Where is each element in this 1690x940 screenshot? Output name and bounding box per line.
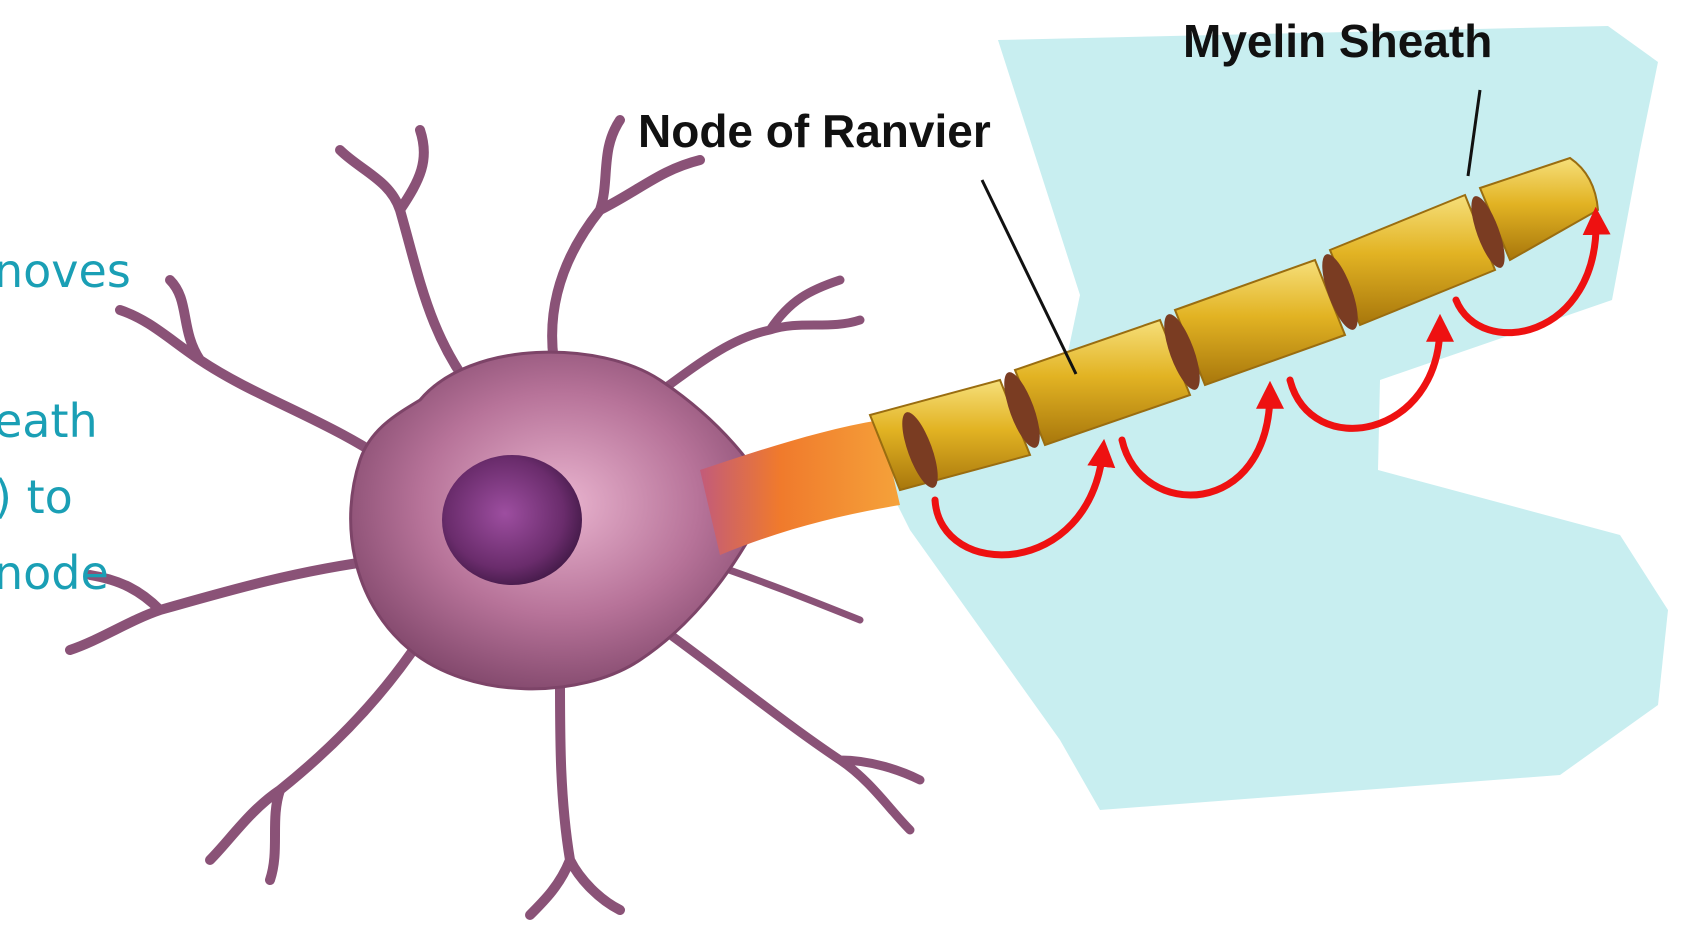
side-text-line-3: ) to xyxy=(0,474,73,520)
node-of-ranvier-label: Node of Ranvier xyxy=(638,108,991,154)
myelin-sheath-label: Myelin Sheath xyxy=(1183,18,1492,64)
side-text-line-2: eath xyxy=(0,398,98,444)
side-text-line-4: node xyxy=(0,550,109,596)
nucleus xyxy=(442,455,582,585)
side-text-line-1: noves xyxy=(0,248,131,294)
